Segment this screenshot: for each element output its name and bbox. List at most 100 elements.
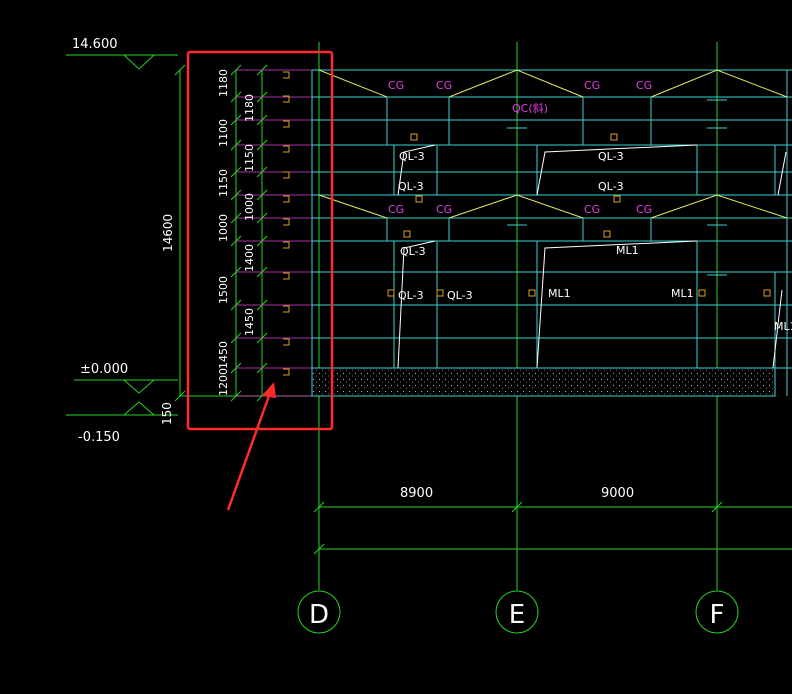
anchor-marker — [283, 218, 290, 226]
elevation-below-group: -0.150 — [66, 401, 178, 445]
slope — [777, 151, 787, 196]
anchor-marker — [763, 289, 771, 297]
anchor-marker — [403, 230, 411, 238]
story-height-label: 1150 — [243, 144, 256, 172]
building-elevation: CG CG CG CG CG CG CG CG QC(斜) QL-3 QL-3 … — [311, 69, 792, 397]
overall-height-label: 14600 — [161, 214, 175, 252]
columns — [311, 70, 788, 396]
anchor-marker — [283, 145, 290, 153]
ql3-label: QL-3 — [400, 245, 426, 258]
story-height-label: 1450 — [217, 341, 230, 369]
anchor-marker — [613, 195, 621, 203]
cg-label: CG — [436, 203, 452, 216]
elevation-below-label: -0.150 — [78, 430, 120, 445]
truss — [448, 194, 584, 219]
ql3-label: QL-3 — [598, 150, 624, 163]
floor-lines — [312, 69, 792, 369]
building-markers — [387, 133, 771, 297]
bay-dim-tick — [313, 501, 325, 513]
overall-dim-tick — [174, 64, 186, 76]
anchor-marker — [603, 230, 611, 238]
slope — [536, 240, 698, 369]
ql3-label: QL-3 — [447, 289, 473, 302]
anchor-marker — [283, 272, 290, 280]
opening-box — [393, 144, 438, 196]
slope — [397, 144, 436, 196]
ml1-label: ML1 — [616, 244, 639, 257]
ql3-label: QL-3 — [598, 180, 624, 193]
anchor-marker — [283, 171, 290, 179]
story-height-label: 1150 — [217, 169, 230, 197]
axis-label-f: F — [710, 600, 725, 630]
opening-box — [536, 144, 698, 196]
cg-label: CG — [388, 79, 404, 92]
white-members — [397, 144, 787, 369]
axis-label-d: D — [309, 600, 329, 630]
bay-dim-label: 8900 — [400, 486, 433, 501]
story-height-label: 1180 — [217, 69, 230, 97]
ground-offset-label: 150 — [160, 402, 174, 425]
ql3-label: QL-3 — [398, 180, 424, 193]
anchor-marker — [610, 133, 618, 141]
slope — [772, 289, 783, 369]
annotation-labels: CG CG CG CG CG CG CG CG QC(斜) QL-3 QL-3 … — [388, 79, 792, 333]
bay-dim-label: 9000 — [601, 486, 634, 501]
axis-ticks — [507, 99, 727, 276]
elevation-top-label: 14.600 — [72, 37, 118, 52]
truss — [318, 194, 388, 219]
anchor-marker — [387, 289, 395, 297]
anchor-marker — [283, 241, 290, 249]
anchor-marker — [283, 95, 290, 103]
ml1-label: ML1 — [671, 287, 694, 300]
anchor-marker — [283, 195, 290, 203]
story-height-label: 1450 — [243, 308, 256, 336]
elevation-zero-label: ±0.000 — [80, 362, 128, 377]
elevation-zero-group: ±0.000 — [74, 362, 178, 394]
axis-label-e: E — [509, 600, 525, 630]
leader-arrow-icon — [226, 382, 276, 511]
elevation-top-group: 14.600 — [66, 37, 178, 70]
grid-axes — [318, 42, 718, 590]
elevation-marker-icon — [122, 54, 156, 70]
qc-label: QC(斜) — [512, 102, 548, 115]
bay-dim-tick — [511, 501, 523, 513]
anchor-marker — [283, 71, 290, 79]
slope — [536, 144, 698, 196]
ql3-label: QL-3 — [399, 150, 425, 163]
anchor-marker — [415, 195, 423, 203]
anchor-marker — [528, 289, 536, 297]
bay-dimensions: 8900 9000 — [313, 486, 792, 555]
roof-truss-lower — [318, 194, 788, 219]
truss — [318, 69, 388, 98]
anchor-marker — [698, 289, 706, 297]
truss — [650, 69, 788, 98]
anchor-marker — [283, 368, 290, 376]
anchor-marker — [283, 338, 290, 346]
story-height-label: 1000 — [217, 214, 230, 242]
bay-dim-tick — [711, 501, 723, 513]
highlight-box — [186, 50, 334, 431]
ql3-label: QL-3 — [398, 289, 424, 302]
story-height-label: 1200 — [217, 368, 230, 396]
truss — [650, 194, 788, 219]
ml1-label: ML1 — [548, 287, 571, 300]
story-height-label: 1400 — [243, 244, 256, 272]
cg-label: CG — [436, 79, 452, 92]
anchor-marker — [410, 133, 418, 141]
story-height-label: 1500 — [217, 276, 230, 304]
slope — [397, 240, 436, 369]
axis-bubble-f — [695, 590, 739, 634]
elevation-marker-icon — [122, 379, 156, 394]
bay-dim-tick — [313, 543, 325, 555]
leader-arrow-head — [262, 382, 276, 398]
roof-truss-upper — [318, 69, 788, 98]
story-height-label: 1180 — [243, 94, 256, 122]
elevation-marker-icon — [122, 401, 156, 416]
truss — [448, 69, 584, 98]
anchor-marker — [436, 289, 444, 297]
ml1-label: ML1 — [774, 320, 792, 333]
axis-bubbles: D E F — [297, 590, 739, 634]
openings-outline — [393, 144, 776, 396]
cg-label: CG — [388, 203, 404, 216]
anchor-marker — [283, 120, 290, 128]
